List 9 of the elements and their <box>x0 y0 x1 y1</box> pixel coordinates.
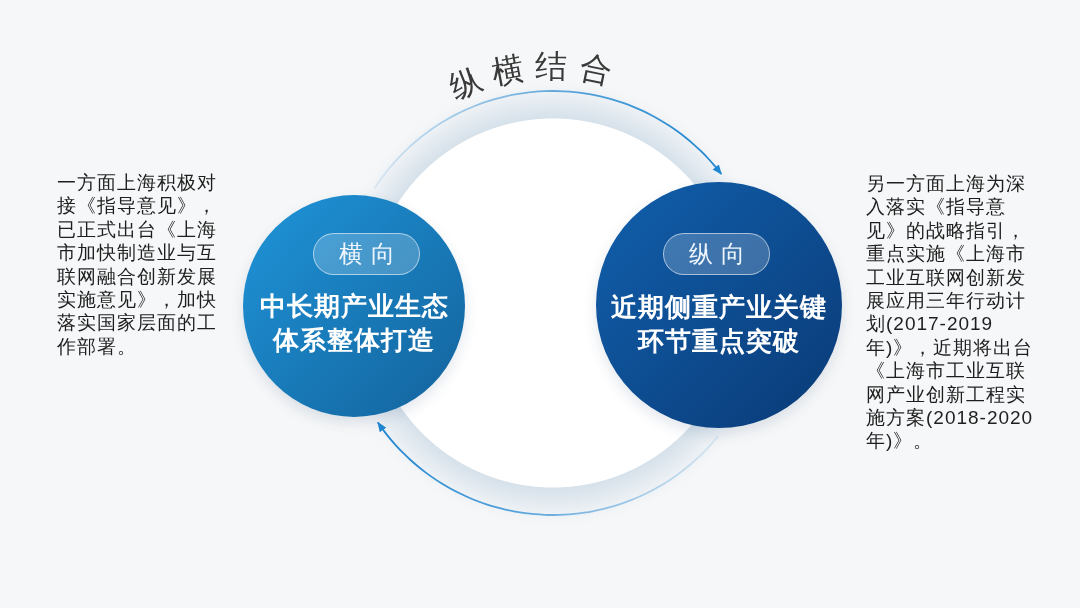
description-paragraph: 一方面上海积极对接《指导意见》，已正式出台《上海市加快制造业与互联网融合创新发展实施意见》，加快落实国家层面的工作部署。 <box>57 171 218 359</box>
title: 纵横结合 <box>443 46 625 107</box>
category-tag: 纵向 <box>663 233 770 275</box>
category-tag: 横向 <box>313 233 420 275</box>
description-paragraph: 另一方面上海为深入落实《指导意见》的战略指引，重点实施《上海市工业互联网创新发展应用三年行动计划(2017-2019年)》，近期将出台《上海市工业互联网产业创新工程实施方案(2018-2020年)》。 <box>866 172 1034 453</box>
circle-title: 中长期产业生态体系整体打造 <box>258 290 450 357</box>
curved-arrow <box>377 421 719 516</box>
circle-title: 近期侧重产业关键环节重点突破 <box>610 291 828 358</box>
curved-arrow <box>373 90 723 190</box>
